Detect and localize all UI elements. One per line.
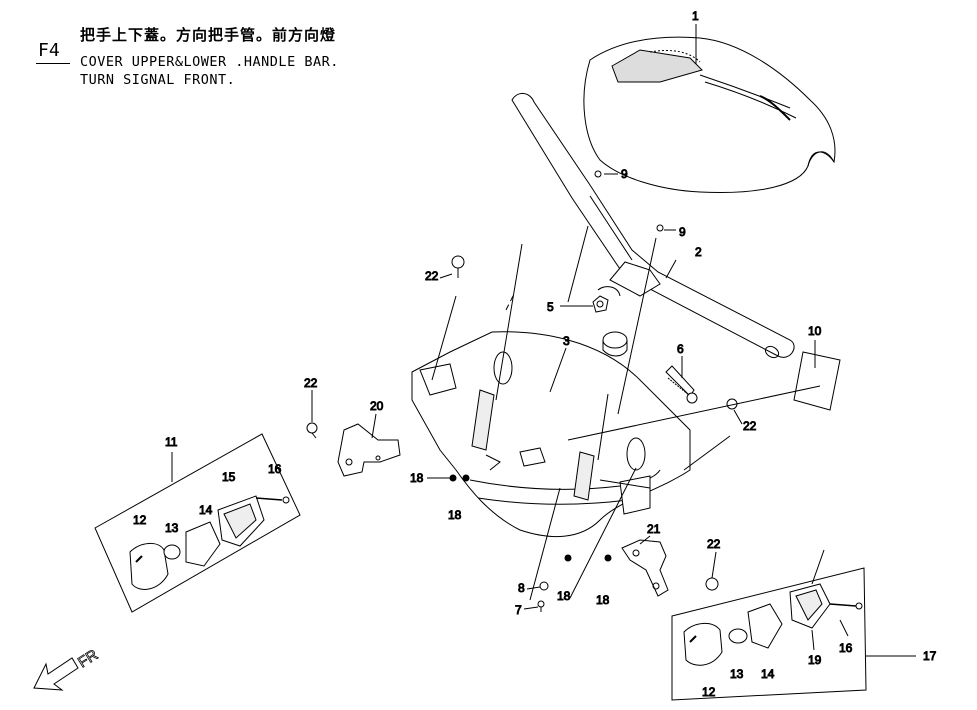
diagram-title-english-line2: TURN SIGNAL FRONT. — [80, 72, 236, 88]
callout-22-top: 22 — [425, 269, 439, 283]
turn-signal-left-assembly — [94, 433, 301, 613]
callout-22-bottom: 22 — [707, 537, 721, 551]
part-2-handlebar — [511, 93, 795, 359]
figure-code: F4 — [38, 40, 60, 61]
leader-lines — [171, 24, 916, 657]
callout-12-left: 12 — [133, 513, 147, 527]
callout-7: 7 — [515, 603, 522, 617]
diagram-title-chinese: 把手上下蓋。方向把手管。前方向燈 — [80, 26, 337, 44]
callout-19: 19 — [808, 653, 822, 667]
callout-18-b: 18 — [448, 508, 462, 522]
callout-13-right: 13 — [730, 667, 744, 681]
part-20-bracket — [337, 423, 401, 477]
callout-5: 5 — [547, 300, 554, 314]
callout-9-upper: 9 — [621, 167, 628, 181]
callout-2: 2 — [695, 245, 702, 259]
callout-1: 1 — [692, 9, 699, 23]
turn-signal-right-assembly — [671, 567, 867, 701]
callout-14-right: 14 — [761, 667, 775, 681]
diagram-title-english-line1: COVER UPPER&LOWER .HANDLE BAR. — [80, 54, 339, 70]
part-3-upper-cover — [411, 331, 691, 538]
callout-10: 10 — [808, 324, 822, 338]
callout-14-left: 14 — [199, 503, 213, 517]
callout-18-d: 18 — [596, 593, 610, 607]
figure-code-underline — [36, 63, 70, 64]
callout-22-right: 22 — [743, 419, 757, 433]
callout-15: 15 — [222, 470, 236, 484]
callout-16-left: 16 — [268, 462, 282, 476]
callout-22-left: 22 — [304, 376, 318, 390]
part-10-label-plate — [793, 351, 841, 411]
callout-6: 6 — [677, 342, 684, 356]
callout-3: 3 — [563, 334, 570, 348]
fastener-screws — [306, 170, 738, 612]
part-5-clamp — [592, 295, 609, 313]
callout-labels: 1 2 3 5 6 7 8 9 9 10 11 12 12 13 13 14 1… — [133, 9, 938, 700]
part-6-bolt — [665, 365, 698, 404]
callout-8: 8 — [518, 581, 525, 595]
callout-20: 20 — [370, 399, 384, 413]
callout-21: 21 — [647, 522, 661, 536]
front-direction-label: FR — [75, 646, 101, 671]
callout-13-left: 13 — [165, 521, 179, 535]
callout-17: 17 — [923, 649, 937, 663]
front-direction-arrow-icon — [33, 657, 79, 691]
callout-9-lower: 9 — [679, 225, 686, 239]
callout-18-c: 18 — [557, 589, 571, 603]
part-21-bracket — [621, 539, 669, 597]
callout-18-a: 18 — [410, 471, 424, 485]
callout-16-right: 16 — [839, 641, 853, 655]
callout-11: 11 — [165, 435, 178, 449]
part-1-handle-cover — [583, 36, 836, 193]
callout-12-right: 12 — [702, 685, 716, 699]
